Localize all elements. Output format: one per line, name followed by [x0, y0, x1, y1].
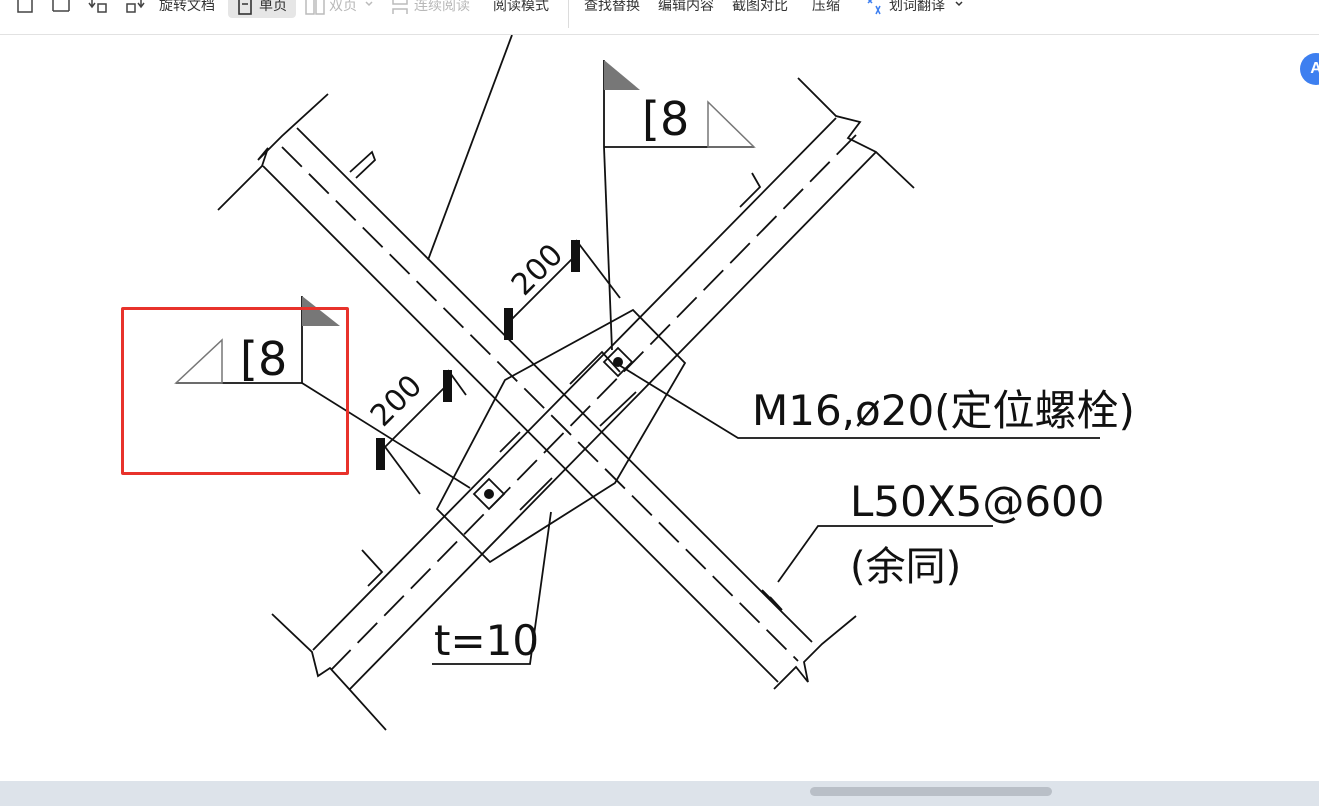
- angle-detail-1: [569, 350, 621, 385]
- leader-angle: [777, 525, 993, 583]
- angle-spec-label: L50X5@600: [850, 477, 1105, 526]
- member-b-edge-1: [312, 117, 837, 651]
- angle-detail-4: [519, 477, 553, 511]
- dim-ext-lower: [379, 439, 421, 495]
- angle-tick-1: [349, 150, 377, 179]
- member-a-edge-1: [296, 127, 813, 643]
- dim-tick-3: [443, 370, 452, 402]
- cad-drawing: [8 [8 200 200 M16,ø20(定位螺栓) L50X5@600 (余…: [174, 35, 1135, 731]
- leader-top-left: [427, 35, 513, 261]
- dim-ext-upper: [575, 239, 621, 299]
- plate-thickness-label: t=10: [434, 616, 539, 665]
- member-b-edge-2: [348, 151, 877, 691]
- angle-tick-2: [739, 172, 762, 208]
- horizontal-scrollbar[interactable]: [0, 781, 1319, 806]
- dim-tick-2: [571, 240, 580, 272]
- single-page-button[interactable]: 单页: [259, 0, 287, 14]
- bolt-label: M16,ø20(定位螺栓): [752, 386, 1135, 435]
- member-a-center: [281, 146, 799, 662]
- find-replace-button[interactable]: 查找替换: [584, 0, 640, 14]
- weld-size-left: [8: [240, 332, 287, 386]
- angle-tick-4: [761, 589, 783, 611]
- dimension-200-lower: 200: [364, 368, 429, 433]
- chevron-down-icon: [365, 1, 373, 7]
- member-b-break-top: [797, 77, 915, 189]
- toolbar-divider: [568, 0, 569, 28]
- dim-line-upper: [508, 253, 578, 323]
- compress-button[interactable]: 压缩: [812, 0, 840, 14]
- fit-page-icon[interactable]: [50, 0, 72, 18]
- member-a-edge-2: [262, 165, 779, 683]
- leader-weld-top: [603, 146, 613, 351]
- continuous-read-button[interactable]: 连续阅读: [414, 0, 470, 14]
- dim-line-lower: [379, 383, 449, 453]
- weld-top-flag: [604, 60, 640, 90]
- rotate-document-button[interactable]: 旋转文档: [159, 0, 215, 14]
- angle-tick-3: [361, 549, 384, 587]
- weld-left-flag: [302, 296, 340, 326]
- gusset-plate: [435, 308, 687, 564]
- bolt-hole-upper: [602, 346, 634, 378]
- toolbar: 旋转文档 单页 双页 连续阅读 阅读模式 查找替换 编辑内容 截图对比 压缩 划…: [0, 0, 1319, 35]
- bolt-hole-lower: [472, 477, 506, 511]
- double-page-icon: [305, 0, 325, 15]
- weld-left-triangle: [174, 338, 223, 384]
- dimension-200-upper: 200: [505, 237, 570, 302]
- reading-mode-button[interactable]: 阅读模式: [493, 0, 549, 14]
- angle-detail-3: [499, 431, 521, 453]
- chevron-down-icon: [955, 1, 963, 7]
- edit-content-button[interactable]: 编辑内容: [658, 0, 714, 14]
- word-translate-button[interactable]: 划词翻译: [889, 0, 945, 14]
- translate-icon: [867, 0, 881, 15]
- dim-tick-4: [376, 438, 385, 470]
- ai-assistant-button[interactable]: A: [1300, 53, 1319, 85]
- angle-note-label: (余同): [850, 544, 961, 590]
- fit-width-icon[interactable]: [14, 0, 36, 18]
- rotate-right-icon[interactable]: [124, 0, 146, 18]
- screenshot-compare-button[interactable]: 截图对比: [732, 0, 788, 14]
- weld-size-top: [8: [642, 92, 689, 146]
- leader-plate: [432, 511, 552, 665]
- assistant-icon: A: [1310, 60, 1319, 77]
- single-page-icon: [238, 0, 252, 15]
- weld-top-triangle: [707, 100, 756, 148]
- member-b-center: [330, 134, 857, 671]
- rotate-left-icon[interactable]: [87, 0, 109, 18]
- double-page-button[interactable]: 双页: [329, 0, 357, 14]
- member-a-break-top: [217, 93, 329, 211]
- leader-weld-left: [301, 382, 471, 489]
- angle-detail-2: [599, 391, 637, 427]
- selection-highlight-box: [121, 307, 349, 475]
- continuous-read-icon: [392, 0, 408, 14]
- leader-bolt: [613, 361, 1100, 439]
- dim-tick-1: [504, 308, 513, 340]
- scrollbar-thumb[interactable]: [810, 787, 1052, 796]
- document-canvas: [8 [8 200 200 M16,ø20(定位螺栓) L50X5@600 (余…: [0, 35, 1319, 781]
- member-a-break-bottom: [773, 615, 857, 690]
- member-b-break-bottom: [271, 613, 387, 731]
